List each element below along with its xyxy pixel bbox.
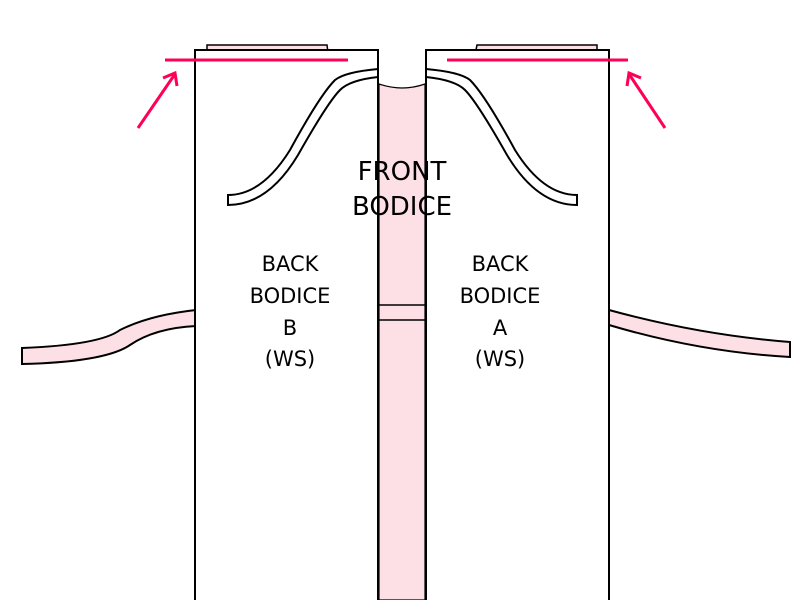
right-facing	[425, 67, 578, 207]
svg-text:BACK: BACK	[472, 252, 530, 276]
svg-text:B: B	[283, 316, 297, 340]
back-bodice-b	[194, 49, 379, 600]
left-arrow-icon	[136, 70, 179, 129]
left-strap	[21, 308, 197, 366]
back-bodice-a	[425, 49, 610, 600]
svg-text:(WS): (WS)	[475, 347, 525, 371]
front-label-line2: BODICE	[352, 192, 452, 222]
right-strap	[608, 308, 791, 359]
svg-text:BACK: BACK	[262, 252, 320, 276]
svg-text:A: A	[493, 316, 508, 340]
left-facing	[227, 67, 379, 207]
front-label-line1: FRONT	[358, 157, 447, 187]
svg-text:(WS): (WS)	[265, 347, 315, 371]
front-bodice-label: FRONT BODICE	[352, 157, 452, 222]
back-bodice-b-label: BACK BODICE B (WS)	[250, 252, 331, 371]
svg-text:BODICE: BODICE	[460, 284, 541, 308]
svg-text:BODICE: BODICE	[250, 284, 331, 308]
right-arrow-icon	[625, 70, 667, 129]
back-bodice-a-label: BACK BODICE A (WS)	[460, 252, 541, 371]
